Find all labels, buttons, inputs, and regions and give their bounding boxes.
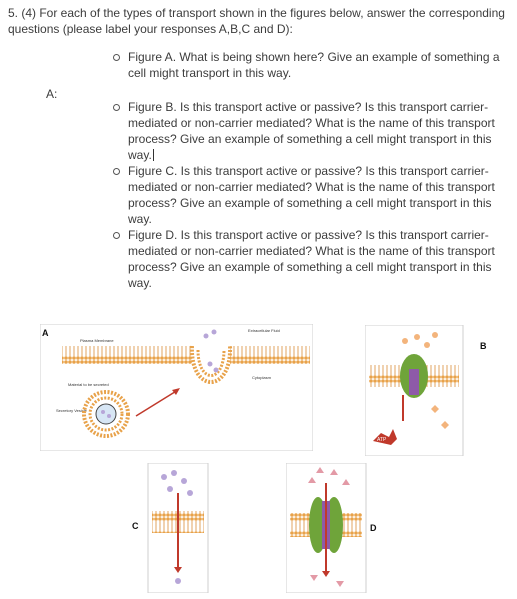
- figure-a-label: A: [42, 328, 49, 338]
- bullet-figure-c: Figure C. Is this transport active or pa…: [112, 163, 512, 227]
- vesicle-label: Secretory Vesicle: [56, 408, 88, 413]
- figure-a-image: A Plasma Membrane Extracellular Fluid Cy…: [39, 323, 314, 452]
- question-text: 5. (4) For each of the types of transpor…: [8, 6, 505, 36]
- text-cursor: [152, 149, 154, 161]
- figure-d-svg: D: [285, 462, 377, 594]
- atp-label: ATP: [377, 437, 387, 443]
- answer-a-label[interactable]: A:: [46, 87, 58, 101]
- extracellular-label: Extracellular Fluid: [248, 328, 280, 333]
- figure-c-image: C: [130, 462, 210, 594]
- cytoplasm-label: Cytoplasm: [252, 375, 272, 380]
- figure-b-label: B: [480, 341, 487, 351]
- molecule: [213, 367, 219, 373]
- membrane-right: [230, 346, 310, 364]
- bullet-figure-a: Figure A. What is being shown here? Give…: [112, 49, 512, 81]
- bullet-figure-d-text: Figure D. Is this transport active or pa…: [128, 228, 495, 290]
- movement-arrow: [135, 389, 179, 417]
- material-label: Material to be secreted: [68, 382, 109, 387]
- bullet-figure-d: Figure D. Is this transport active or pa…: [112, 227, 512, 291]
- molecule: [211, 329, 217, 335]
- plasma-membrane-label: Plasma Membrane: [80, 338, 114, 343]
- bullet-figure-a-text: Figure A. What is being shown here? Give…: [128, 50, 500, 80]
- molecule: [203, 333, 209, 339]
- figure-b-image: B ATP: [364, 324, 505, 457]
- figure-c-label: C: [132, 521, 139, 531]
- figure-d-image: D: [285, 462, 396, 594]
- figure-a-svg: A Plasma Membrane Extracellular Fluid Cy…: [39, 323, 314, 452]
- bullet-dot: [113, 232, 120, 239]
- bullet-figure-b: Figure B. Is this transport active or pa…: [112, 99, 512, 163]
- bullet-list-top: Figure A. What is being shown here? Give…: [112, 49, 512, 81]
- bullet-figure-b-text: Figure B. Is this transport active or pa…: [128, 100, 495, 162]
- bullet-figure-c-text: Figure C. Is this transport active or pa…: [128, 164, 495, 226]
- bullet-dot: [113, 104, 120, 111]
- membrane-left: [62, 346, 192, 364]
- secretory-vesicle: [82, 390, 130, 438]
- molecule: [207, 361, 213, 367]
- bullet-dot: [113, 168, 120, 175]
- bullet-dot: [113, 54, 120, 61]
- figure-c-svg: C: [132, 462, 209, 594]
- bullet-list-bottom: Figure B. Is this transport active or pa…: [112, 99, 512, 291]
- atp-burst: [373, 429, 397, 445]
- figure-d-label: D: [370, 523, 377, 533]
- figure-b-svg: B ATP: [364, 324, 487, 457]
